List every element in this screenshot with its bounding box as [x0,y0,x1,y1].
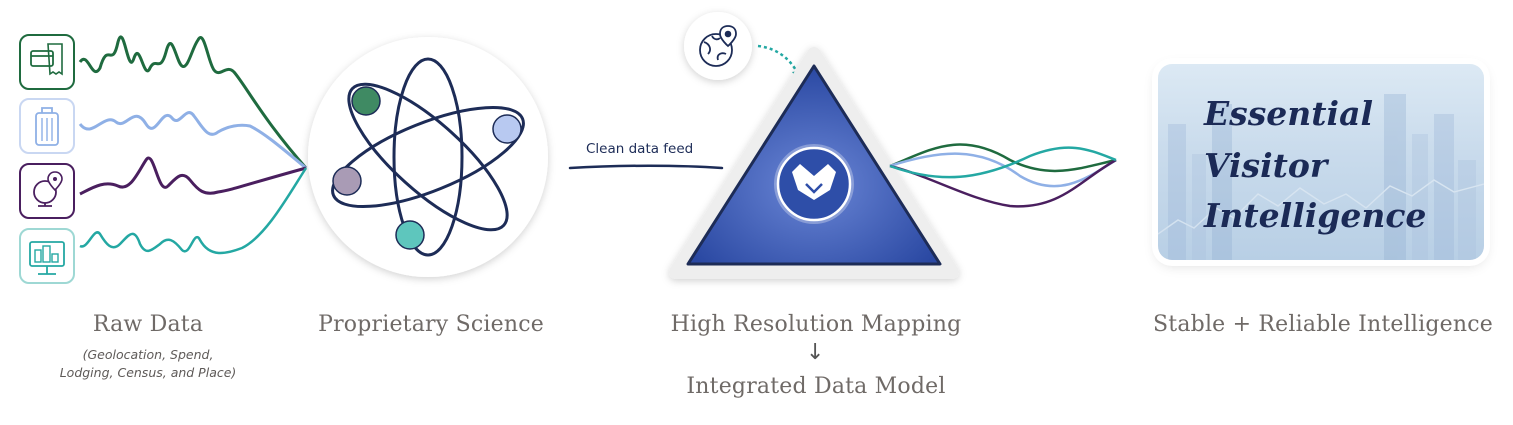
integrated-data-model-title: Integrated Data Model [686,374,946,399]
spend-signal-wave [78,35,308,169]
census-signal-wave [79,167,308,255]
place-signal-wave [79,156,307,196]
lodging-signal-wave [78,111,307,170]
brand-line-visitor: Visitor [1204,146,1328,185]
fox-logo-icon [774,144,854,224]
curved-arrow [757,44,800,75]
output-wave-purple [889,158,1117,208]
down-arrow-icon: ↓ [806,340,825,365]
clean-data-feed-line [568,164,724,170]
output-wave-teal [889,146,1117,179]
atom-icon [331,57,525,257]
world-map-pin-icon [699,25,737,67]
proprietary-science-title: Proprietary Science [318,312,544,337]
atom-node-blue [492,114,522,144]
atom-node-purple [332,166,362,196]
building-monitor-icon [19,228,75,284]
raw-data-title: Raw Data [92,312,204,337]
globe-badge [684,12,752,80]
high-resolution-mapping-title: High Resolution Mapping [670,312,962,337]
raw-data-subtitle-line1: (Geolocation, Spend, [82,347,214,362]
atom-node-green [351,86,381,116]
essential-visitor-intelligence-card: Essential Visitor Intelligence [1158,64,1484,260]
output-wave-green [889,143,1117,173]
stable-reliable-intelligence-title: Stable + Reliable Intelligence [1153,312,1493,337]
brand-line-intelligence: Intelligence [1204,196,1427,235]
atom-node-teal [395,220,425,250]
skyline-backdrop [1158,94,1484,260]
globe-pin-icon [19,163,75,219]
raw-data-subtitle-line2: Lodging, Census, and Place) [59,365,237,380]
science-circle [308,37,548,277]
clean-data-feed-label: Clean data feed [586,141,694,157]
credit-card-receipt-icon [19,34,75,90]
brand-line-essential: Essential [1204,94,1373,133]
luggage-icon [19,98,75,154]
